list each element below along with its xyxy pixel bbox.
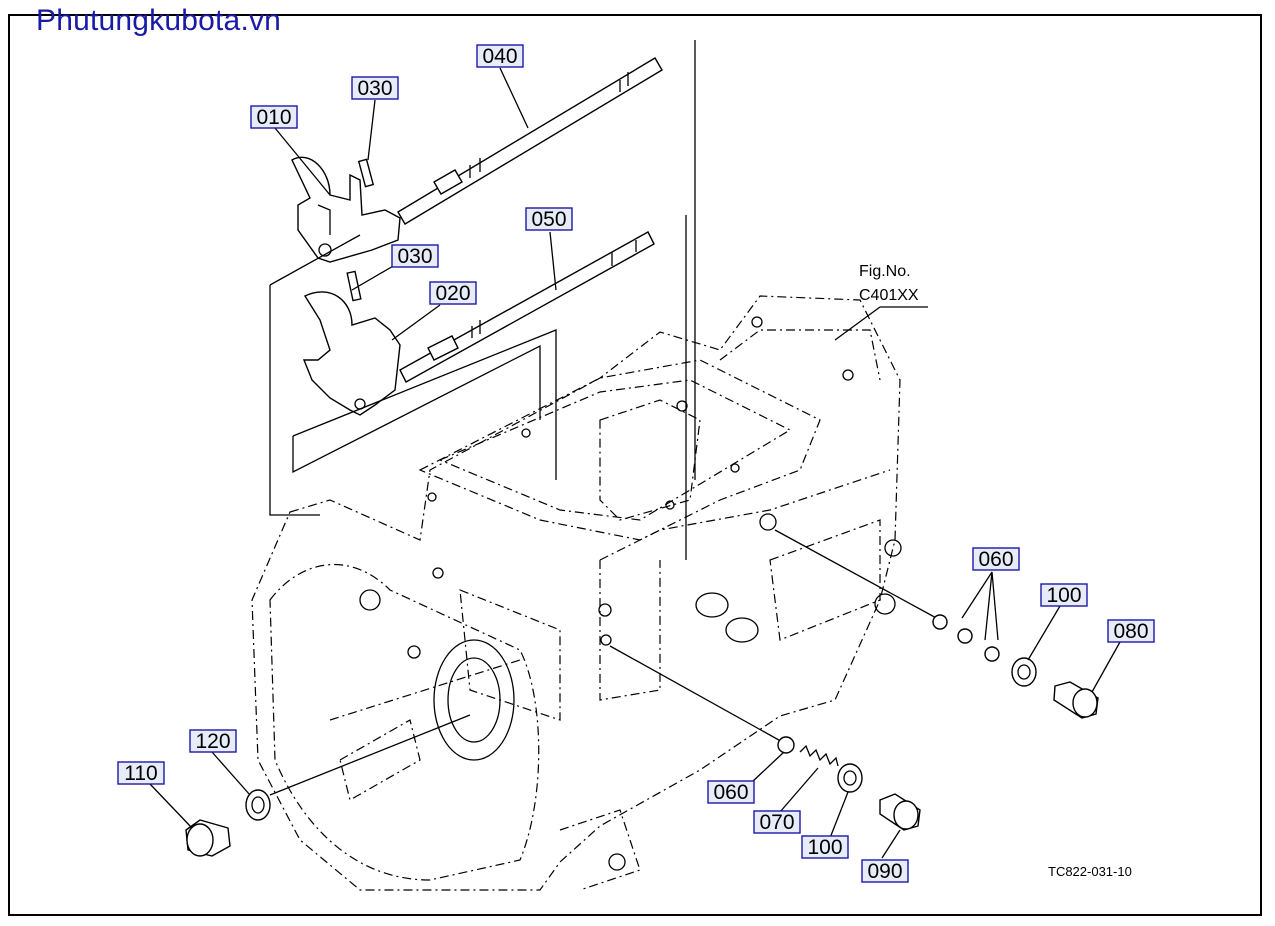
leader-lines <box>149 67 1121 859</box>
callout-060-bottom[interactable]: 060 <box>707 780 755 804</box>
callout-110-label: 110 <box>124 762 157 785</box>
callout-020-label: 020 <box>435 282 470 305</box>
callout-100-bottom[interactable]: 100 <box>801 835 849 859</box>
callout-030-upper[interactable]: 030 <box>351 76 399 100</box>
callout-090[interactable]: 090 <box>861 859 909 883</box>
callout-030-lower[interactable]: 030 <box>391 244 439 268</box>
callout-040[interactable]: 040 <box>476 44 524 68</box>
shift-fork-010 <box>291 156 401 263</box>
drawing-frame <box>8 14 1262 916</box>
callout-060-bottom-label: 060 <box>713 781 748 804</box>
detent-assembly-right <box>774 529 1099 719</box>
callout-080[interactable]: 080 <box>1107 619 1155 643</box>
figure-ref-line2: C401XX <box>859 287 919 304</box>
callout-040-label: 040 <box>482 45 517 68</box>
callout-060-right-label: 060 <box>978 548 1013 571</box>
drain-plug-assembly-left <box>185 714 471 857</box>
detent-assembly-bottom <box>609 645 921 831</box>
figure-ref-line1: Fig.No. <box>859 263 911 280</box>
callout-120-label: 120 <box>195 730 230 753</box>
fork-rod-050 <box>399 231 655 383</box>
group-bracket <box>269 40 696 560</box>
callout-050-label: 050 <box>531 208 566 231</box>
callout-080-label: 080 <box>1113 620 1148 643</box>
callout-050[interactable]: 050 <box>525 207 573 231</box>
fork-rod-040 <box>397 57 663 225</box>
callout-090-label: 090 <box>867 860 902 883</box>
callout-020[interactable]: 020 <box>429 281 477 305</box>
shift-fork-020 <box>302 270 401 416</box>
callout-labels: 010 030 040 030 020 050 060 100 <box>117 44 1155 883</box>
callout-060-right[interactable]: 060 <box>972 547 1020 571</box>
callout-070-label: 070 <box>759 811 794 834</box>
callout-030-lower-label: 030 <box>397 245 432 268</box>
callout-030-upper-label: 030 <box>357 77 392 100</box>
callout-100-bottom-label: 100 <box>807 836 842 859</box>
callout-010-label: 010 <box>256 106 291 129</box>
callout-100-right[interactable]: 100 <box>1040 583 1088 607</box>
callout-070[interactable]: 070 <box>753 810 801 834</box>
callout-010[interactable]: 010 <box>250 105 298 129</box>
callout-100-right-label: 100 <box>1046 584 1081 607</box>
callout-120[interactable]: 120 <box>189 729 237 753</box>
drawing-code: TC822-031-10 <box>1048 864 1132 879</box>
transmission-case <box>251 295 902 891</box>
watermark-logo: Phutungkubota.vn <box>36 4 282 37</box>
callout-110[interactable]: 110 <box>117 761 165 785</box>
